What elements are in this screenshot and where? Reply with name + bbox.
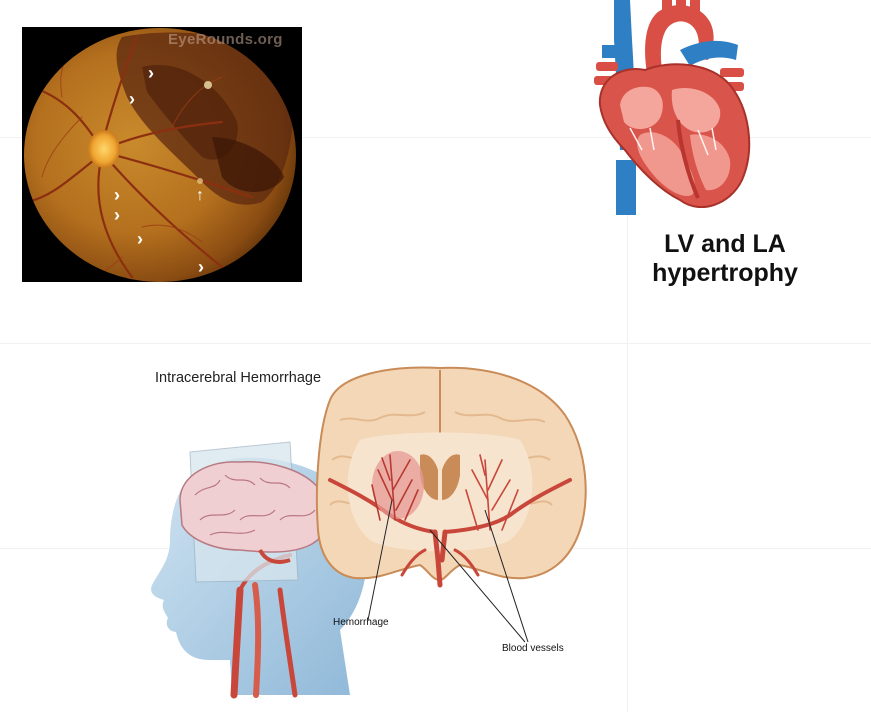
fundus-photo: EyeRounds.org › › › › › › ↑ xyxy=(22,27,302,282)
heart-illustration xyxy=(580,0,760,215)
heart-caption-line: hypertrophy xyxy=(652,259,798,287)
heart-icon xyxy=(594,0,751,215)
heart-caption: LV and LA hypertrophy xyxy=(600,230,850,288)
heart-caption-line: LV and LA xyxy=(664,230,786,258)
grid-line xyxy=(0,343,871,344)
arrowhead-marker: › xyxy=(114,205,120,225)
arrow-marker: ↑ xyxy=(196,187,204,204)
grid-line xyxy=(627,0,628,712)
arrowhead-marker: › xyxy=(129,89,135,109)
arrowhead-marker: › xyxy=(137,229,143,249)
arrowhead-marker: › xyxy=(148,63,154,83)
blood-vessels-label: Blood vessels xyxy=(502,643,564,654)
brain-illustration xyxy=(140,360,590,700)
brain-title: Intracerebral Hemorrhage xyxy=(155,370,322,386)
fundus-watermark: EyeRounds.org xyxy=(168,31,283,48)
grid-line xyxy=(0,137,871,138)
fundus-illustration xyxy=(22,27,302,282)
arrowhead-marker: › xyxy=(114,185,120,205)
hemorrhage-label: Hemorrhage xyxy=(333,617,389,628)
arrowhead-marker: › xyxy=(198,257,204,277)
brain-section-icon xyxy=(151,366,587,699)
